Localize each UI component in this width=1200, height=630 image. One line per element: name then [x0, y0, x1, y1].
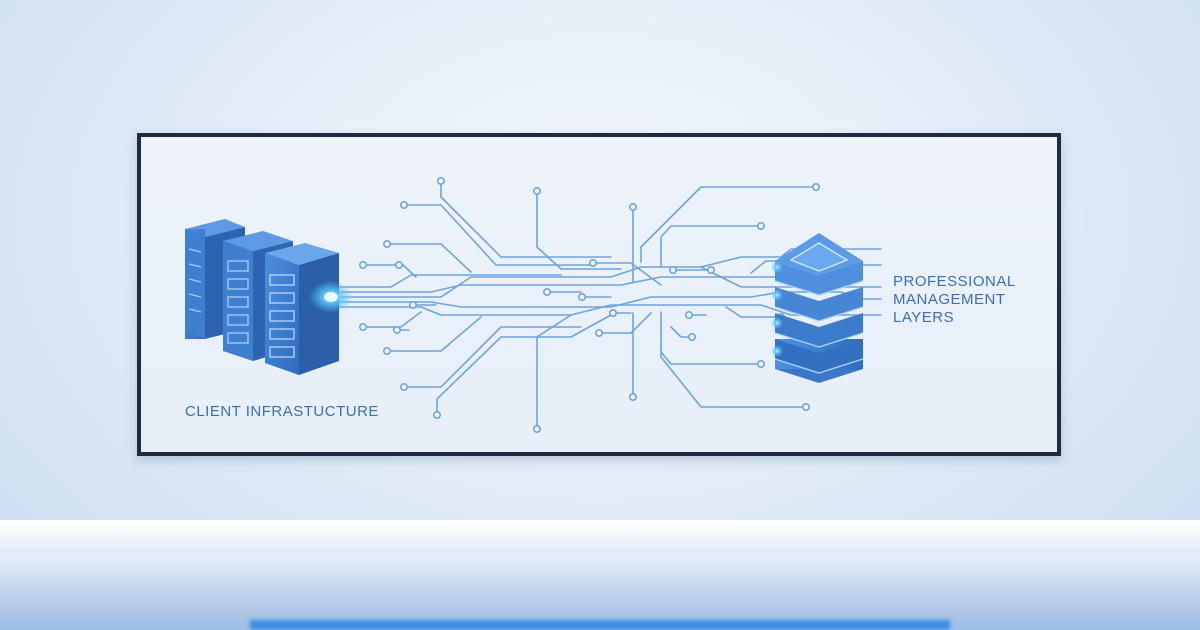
server-rack-icon — [185, 219, 353, 375]
shelf-top-surface — [0, 520, 1200, 546]
diagram-frame: CLIENT INFRASTUCTURE PROFESSIONAL MANAGE… — [137, 133, 1061, 456]
client-infrastructure-label: CLIENT INFRASTUCTURE — [185, 403, 379, 420]
professional-management-label: PROFESSIONAL MANAGEMENT LAYERS — [893, 273, 1016, 326]
circuit-diagram — [185, 176, 882, 433]
layered-stack-icon — [771, 233, 864, 383]
shelf-glow-strip — [250, 620, 950, 630]
